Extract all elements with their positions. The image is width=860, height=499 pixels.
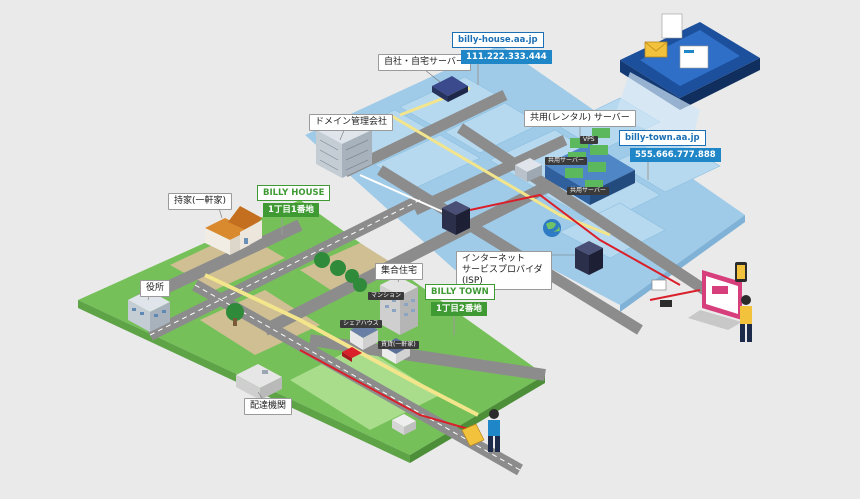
ip-sign-1: 111.222.333.444 (461, 50, 552, 64)
address-sign-1: 1丁目1番地 (263, 203, 319, 217)
home-server-box (432, 76, 468, 102)
isp-label-line1: インターネット (462, 254, 526, 264)
town-sign-1: BILLY HOUSE (257, 185, 331, 201)
globe-icon (543, 219, 561, 237)
city-office-label: 役所 (140, 280, 171, 297)
domain-sign-2: billy-town.aa.jp (619, 130, 706, 146)
mail-carrier (488, 409, 500, 452)
red-car (342, 347, 362, 362)
laptop-user (688, 262, 752, 342)
rental-house-tag: 賃貸(一軒家) (378, 341, 419, 349)
small-building (392, 414, 416, 435)
home-server-label: 自社・自宅サーバー (378, 54, 471, 71)
trees (226, 252, 367, 326)
router-device (651, 279, 672, 307)
private-house-label: 持家(一軒家) (168, 193, 233, 210)
delivery-building (236, 364, 282, 400)
share-house-tag: シェアハウス (340, 320, 382, 328)
domain-sign-1: billy-house.aa.jp (452, 32, 544, 48)
town-sign-2: BILLY TOWN (425, 284, 495, 300)
shared-server-tag-1: 共用サーバー (545, 157, 587, 165)
isp-label-line2: サービスプロバイダ (ISP) (462, 265, 543, 286)
isp-datacenter-2 (575, 241, 603, 275)
domain-company-label: ドメイン管理会社 (309, 114, 394, 131)
apartment-tower (380, 276, 418, 335)
mansion-tag: マンション (368, 292, 405, 300)
city-office (128, 290, 170, 332)
address-sign-2: 1丁目2番地 (431, 302, 487, 316)
isp-label: インターネット サービスプロバイダ (ISP) (456, 251, 552, 290)
delivery-label: 配達機関 (244, 398, 293, 415)
isp-datacenter-1 (442, 201, 470, 235)
shared-server-label: 共用(レンタル) サーバー (524, 110, 636, 127)
sign-posts (281, 62, 649, 335)
private-house (205, 206, 262, 255)
shared-server-tag-2: 共用サーバー (567, 187, 609, 195)
apartment-label: 集合住宅 (375, 263, 424, 280)
mail-envelope (461, 423, 485, 447)
vps-tag: VPS (580, 136, 598, 144)
mail-cloud-server (615, 13, 760, 150)
ip-sign-2: 555.666.777.888 (630, 148, 721, 162)
